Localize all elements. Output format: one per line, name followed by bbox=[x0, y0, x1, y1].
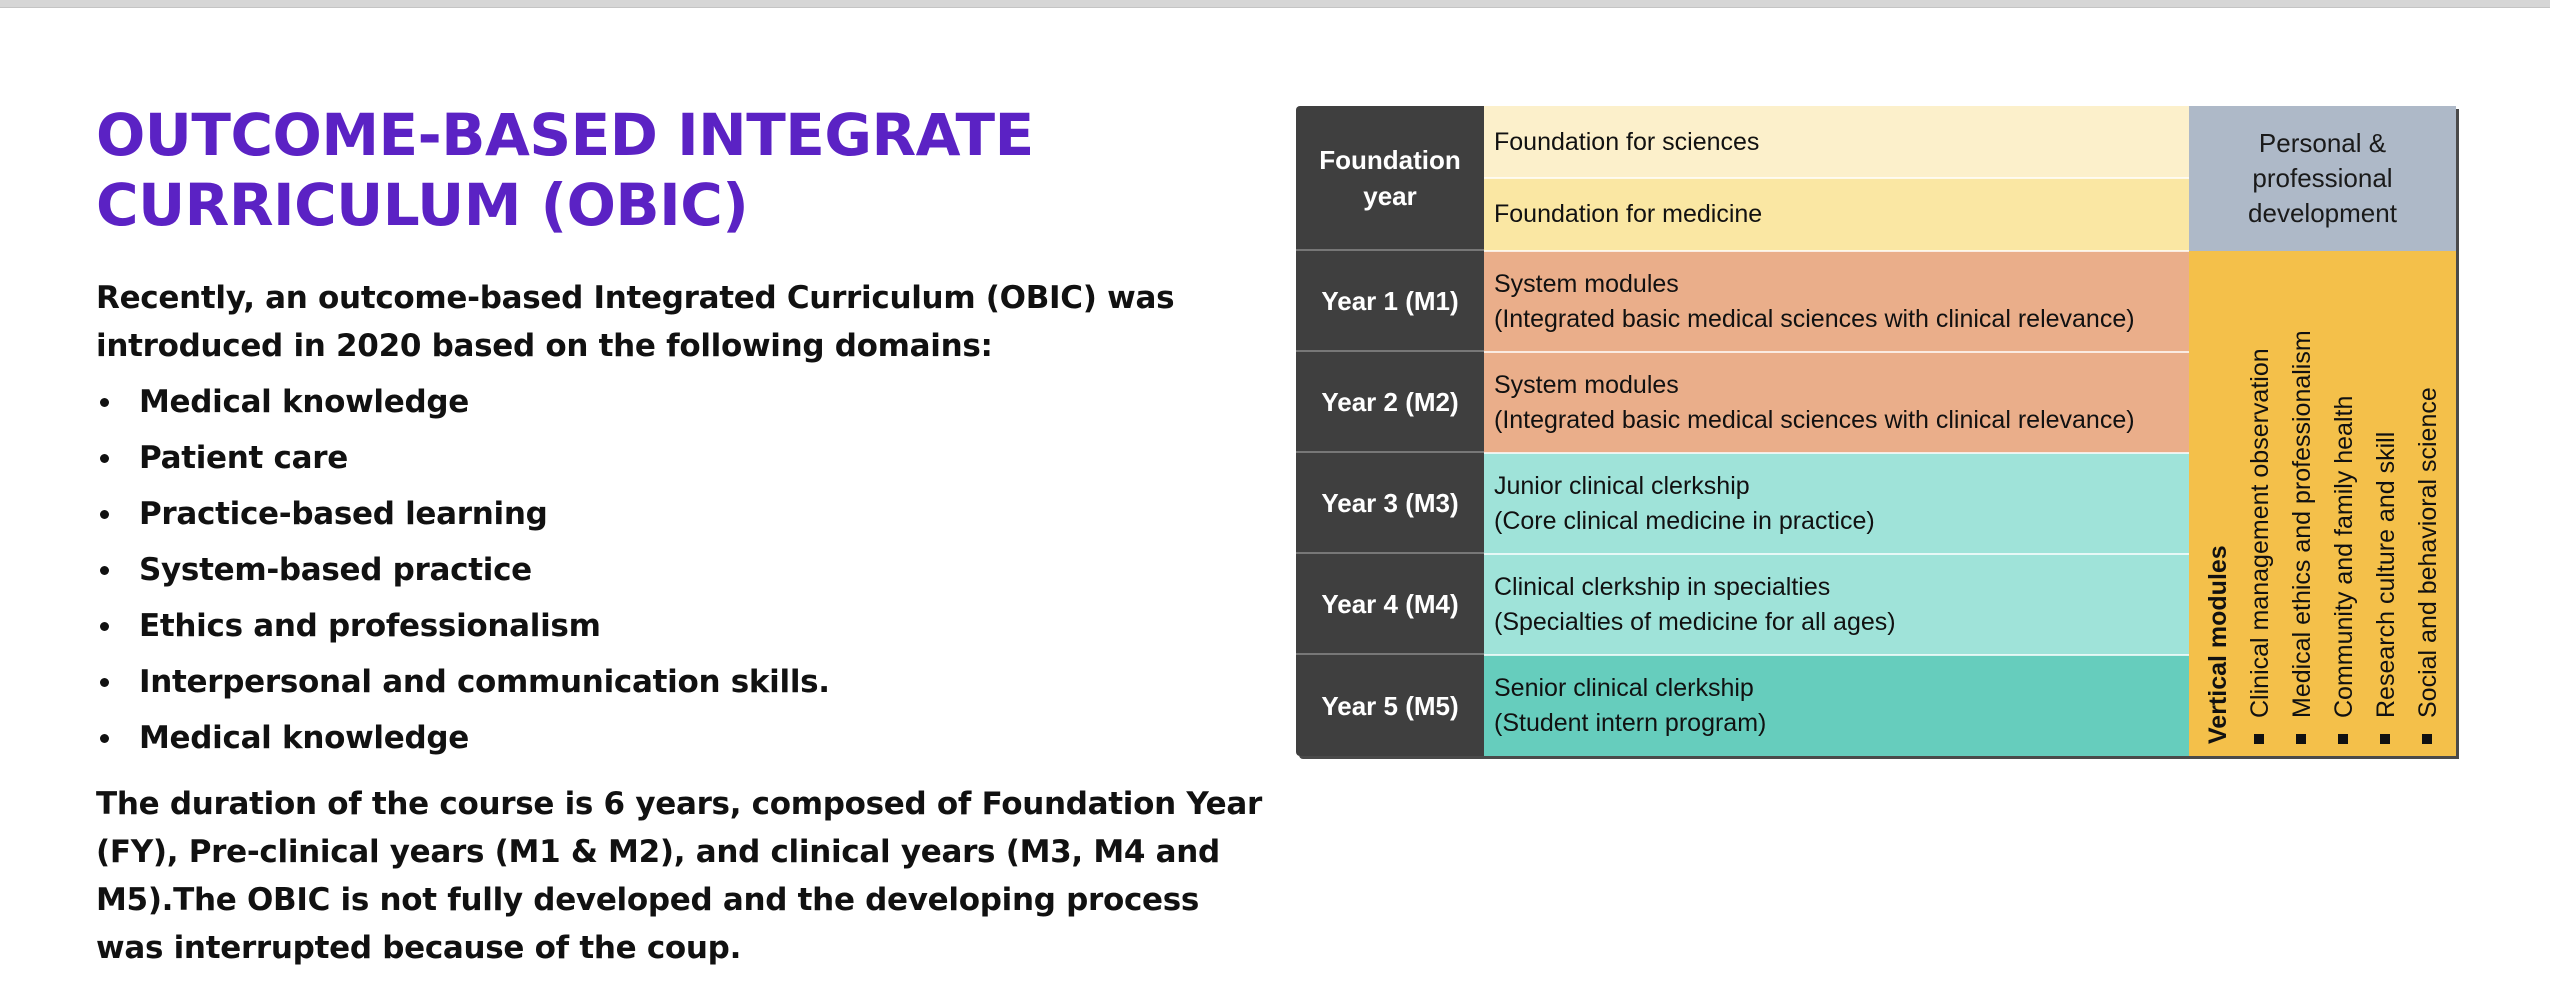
module-description: (Core clinical medicine in practice) bbox=[1494, 506, 1875, 535]
module-description: (Specialties of medicine for all ages) bbox=[1494, 607, 1896, 636]
module-title: Foundation for medicine bbox=[1494, 200, 1763, 228]
square-bullet-icon bbox=[2422, 734, 2433, 744]
curriculum-table: Foundation year Foundation for sciences … bbox=[1296, 106, 2456, 756]
vertical-modules-list: Clinical management observation Medical … bbox=[2239, 251, 2449, 744]
text-column: OUTCOME-BASED INTEGRATE CURRICULUM (OBIC… bbox=[96, 100, 1276, 972]
foundation-sciences-cell: Foundation for sciences bbox=[1484, 106, 2189, 178]
list-item: Medical knowledge bbox=[96, 374, 1276, 430]
list-item-label: Ethics and professionalism bbox=[139, 608, 601, 644]
row-divider bbox=[1484, 553, 2189, 555]
square-bullet-icon bbox=[2380, 734, 2391, 744]
list-item: Community and family health bbox=[2323, 251, 2365, 744]
square-bullet-icon bbox=[2338, 734, 2349, 744]
bullet-icon bbox=[100, 622, 109, 631]
bullet-icon bbox=[100, 678, 109, 687]
bullet-icon bbox=[100, 510, 109, 519]
year-4-label: Year 4 (M4) bbox=[1296, 554, 1484, 655]
module-title: System modules bbox=[1494, 370, 1679, 399]
list-item: Patient care bbox=[96, 430, 1276, 486]
list-item-label: Research culture and skill bbox=[2372, 431, 2400, 718]
list-item-label: Interpersonal and communication skills. bbox=[139, 664, 830, 700]
list-item: Interpersonal and communication skills. bbox=[96, 654, 1276, 710]
year-5-module: Senior clinical clerkship (Student inter… bbox=[1484, 655, 2189, 756]
module-description: (Integrated basic medical sciences with … bbox=[1494, 405, 2135, 434]
foundation-medicine-cell: Foundation for medicine bbox=[1484, 178, 2189, 251]
list-item-label: Clinical management observation bbox=[2246, 348, 2274, 718]
row-divider bbox=[1484, 250, 2189, 252]
bullet-icon bbox=[100, 398, 109, 407]
title-line-1: OUTCOME-BASED INTEGRATE bbox=[96, 101, 1034, 169]
list-item: System-based practice bbox=[96, 542, 1276, 598]
square-bullet-icon bbox=[2296, 734, 2307, 744]
page-title: OUTCOME-BASED INTEGRATE CURRICULUM (OBIC… bbox=[96, 100, 1276, 240]
year-4-module: Clinical clerkship in specialties (Speci… bbox=[1484, 554, 2189, 655]
module-title: Foundation for sciences bbox=[1494, 127, 1760, 156]
outro-paragraph: The duration of the course is 6 years, c… bbox=[96, 786, 1262, 966]
personal-development-cell: Personal & professional development bbox=[2189, 106, 2456, 251]
row-divider bbox=[1484, 351, 2189, 353]
year-1-label: Year 1 (M1) bbox=[1296, 251, 1484, 352]
bullet-icon bbox=[100, 454, 109, 463]
intro-paragraph: Recently, an outcome-based Integrated Cu… bbox=[96, 280, 1175, 364]
module-title: Junior clinical clerkship bbox=[1494, 471, 1750, 500]
foundation-year-label: Foundation year bbox=[1296, 106, 1484, 251]
module-title: Clinical clerkship in specialties bbox=[1494, 572, 1831, 601]
bullet-icon bbox=[100, 566, 109, 575]
list-item: Medical knowledge bbox=[96, 710, 1276, 766]
bullet-icon bbox=[100, 734, 109, 743]
module-description: (Student intern program) bbox=[1494, 708, 1767, 737]
list-item: Social and behavioral science bbox=[2407, 251, 2449, 744]
square-bullet-icon bbox=[2254, 734, 2265, 744]
list-item-label: Practice-based learning bbox=[139, 496, 548, 532]
row-divider bbox=[1484, 177, 2189, 179]
domains-list: Medical knowledge Patient care Practice-… bbox=[96, 374, 1276, 766]
list-item: Clinical management observation bbox=[2239, 251, 2281, 744]
list-item-label: Community and family health bbox=[2330, 395, 2358, 718]
row-divider bbox=[1484, 452, 2189, 454]
list-item: Research culture and skill bbox=[2365, 251, 2407, 744]
module-description: (Integrated basic medical sciences with … bbox=[1494, 304, 2135, 333]
year-3-module: Junior clinical clerkship (Core clinical… bbox=[1484, 453, 2189, 554]
year-2-label: Year 2 (M2) bbox=[1296, 352, 1484, 453]
module-title: System modules bbox=[1494, 269, 1679, 298]
list-item-label: Social and behavioral science bbox=[2414, 387, 2442, 718]
title-line-2: CURRICULUM (OBIC) bbox=[96, 171, 749, 239]
list-item: Practice-based learning bbox=[96, 486, 1276, 542]
top-border bbox=[0, 0, 2550, 8]
module-title: Senior clinical clerkship bbox=[1494, 673, 1754, 702]
list-item-label: System-based practice bbox=[139, 552, 532, 588]
year-5-label: Year 5 (M5) bbox=[1296, 655, 1484, 756]
list-item-label: Medical ethics and professionalism bbox=[2288, 330, 2316, 718]
list-item-label: Patient care bbox=[139, 440, 348, 476]
year-1-module: System modules (Integrated basic medical… bbox=[1484, 251, 2189, 352]
list-item: Medical ethics and professionalism bbox=[2281, 251, 2323, 744]
vertical-modules-cell: Vertical modules Clinical management obs… bbox=[2189, 251, 2456, 756]
list-item: Ethics and professionalism bbox=[96, 598, 1276, 654]
list-item-label: Medical knowledge bbox=[139, 720, 469, 756]
list-item-label: Medical knowledge bbox=[139, 384, 469, 420]
row-divider bbox=[1484, 654, 2189, 656]
vertical-modules-heading: Vertical modules bbox=[2204, 545, 2232, 744]
year-2-module: System modules (Integrated basic medical… bbox=[1484, 352, 2189, 453]
vertical-modules-rotated: Vertical modules Clinical management obs… bbox=[2189, 251, 2456, 756]
year-3-label: Year 3 (M3) bbox=[1296, 453, 1484, 554]
